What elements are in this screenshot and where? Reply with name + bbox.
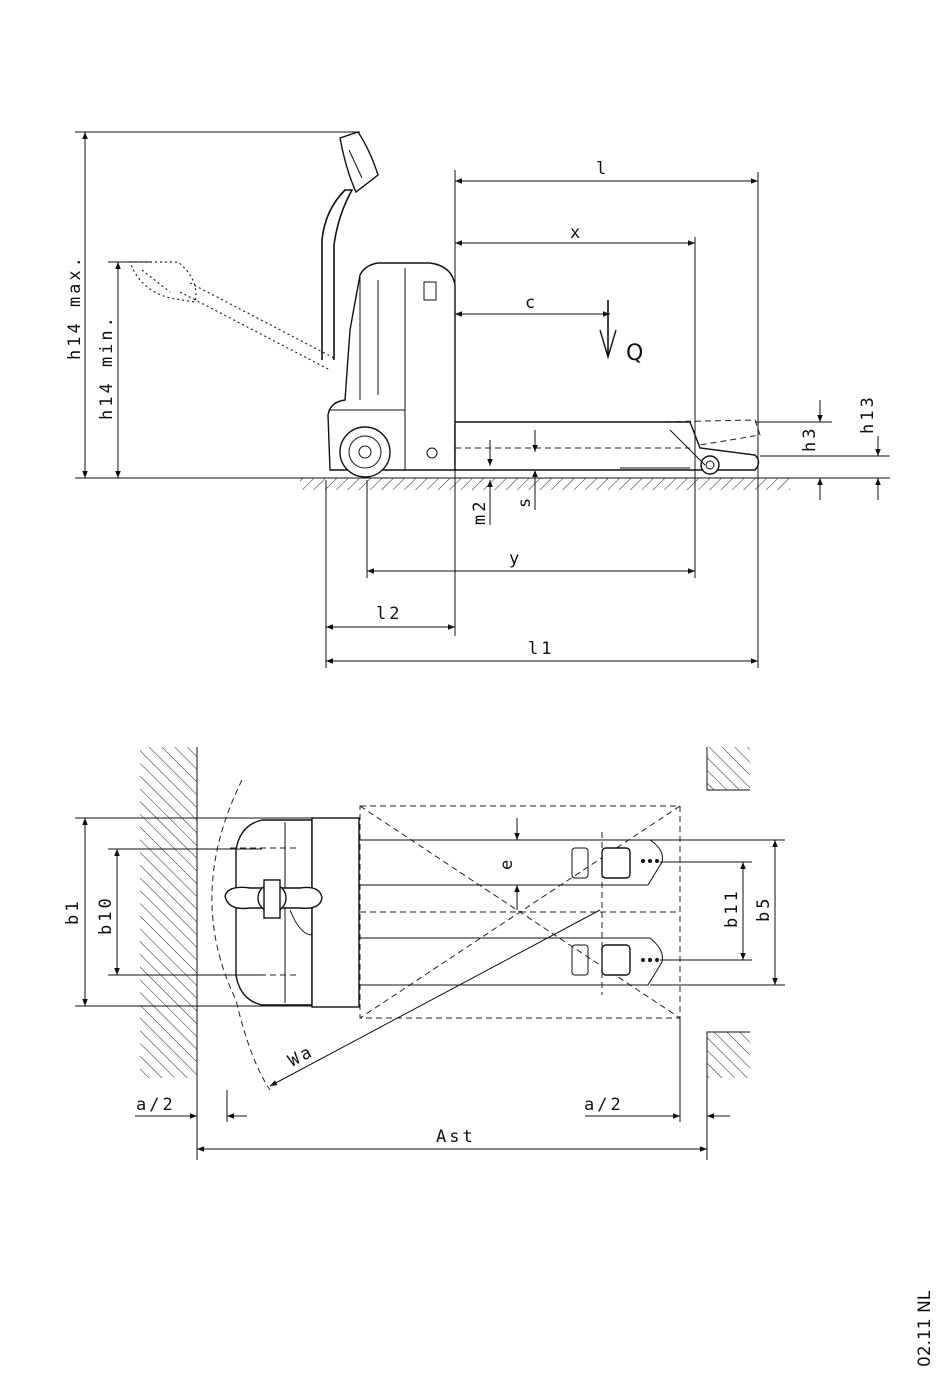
dim-b10: b10 [96, 895, 116, 935]
wall-top-right [707, 747, 750, 790]
wall-left [140, 747, 197, 1078]
truck-chassis-top [230, 818, 359, 1007]
dim-h14-max: h14 max. [65, 254, 85, 360]
dim-e: e [497, 857, 517, 870]
document-code: 02.11 NL [915, 1290, 935, 1367]
side-view: h14 max. h14 min. l x c Q h3 h13 [65, 132, 890, 668]
dim-b11: b11 [722, 888, 742, 928]
dim-y: y [509, 549, 522, 569]
dim-l: l [596, 159, 609, 179]
ground-hatch [300, 478, 790, 490]
dim-s: s [515, 495, 535, 508]
pallet [320, 806, 680, 1018]
dim-a2-right: a/2 [584, 1095, 624, 1115]
dim-h13: h13 [858, 394, 878, 434]
dim-b5: b5 [754, 896, 774, 922]
dim-h3: h3 [800, 426, 820, 452]
fork [455, 420, 760, 474]
dim-x: x [570, 223, 583, 243]
drive-wheel [340, 427, 390, 477]
dim-l2: l2 [376, 604, 402, 624]
dim-wa: Wa [285, 1041, 318, 1071]
dim-c: c [525, 293, 538, 313]
forks-top [359, 832, 663, 995]
dim-l1: l1 [528, 639, 554, 659]
wall-bottom-right [707, 1032, 750, 1078]
dim-a2-left: a/2 [136, 1095, 176, 1115]
load-q: Q [626, 341, 643, 366]
dim-ast: Ast [436, 1127, 476, 1147]
dim-m2: m2 [470, 499, 490, 525]
top-view: Wa b1 b10 e b11 b5 a/2 a/2 [63, 747, 785, 1160]
tiller-lowered [130, 262, 334, 370]
dim-b1: b1 [63, 899, 83, 925]
dim-h14-min: h14 min. [97, 314, 117, 420]
